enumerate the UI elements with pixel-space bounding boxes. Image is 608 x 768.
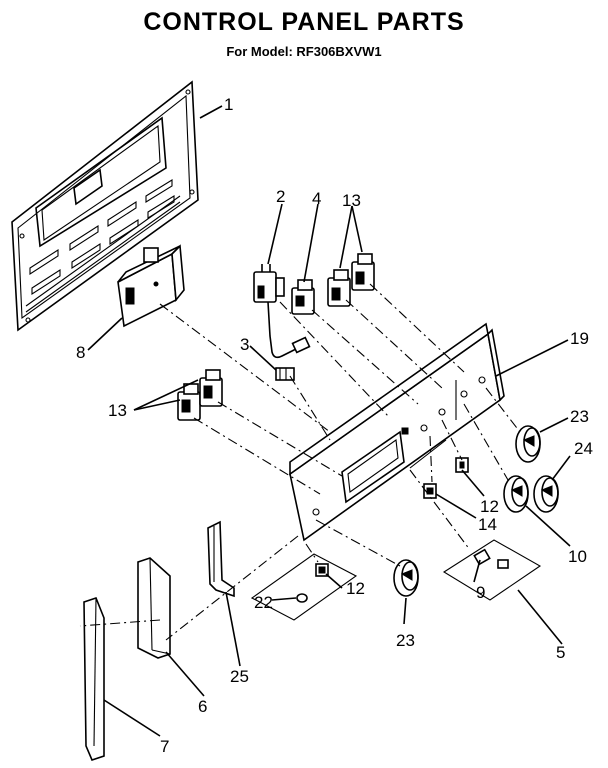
callout-24: 24: [574, 439, 593, 458]
callout-9: 9: [476, 583, 485, 602]
part-5-kit-tray: [442, 539, 542, 601]
callout-19: 19: [570, 329, 589, 348]
callout-3: 3: [240, 335, 249, 354]
callout-5: 5: [556, 643, 565, 662]
callout-labels: 1 2 4 13 8 3 13 19 23 24 12 14 10 9 5 22…: [76, 95, 593, 756]
part-23-upper-knob: [515, 425, 541, 463]
part-12-kit-tray: [250, 553, 358, 621]
callout-1: 1: [224, 95, 233, 114]
callout-8: 8: [76, 343, 85, 362]
callout-23-upper: 23: [570, 407, 589, 426]
assembly-lines: [79, 283, 521, 641]
part-12-upper-button: [455, 457, 469, 473]
diagram-title: CONTROL PANEL PARTS: [143, 8, 465, 36]
part-10-knob: [503, 475, 529, 513]
leader-lines: [87, 105, 571, 737]
callout-12-upper: 12: [480, 497, 499, 516]
part-8-timer-module: [117, 244, 185, 328]
callout-2: 2: [276, 187, 285, 206]
part-3-probe: [275, 367, 295, 381]
callout-10: 10: [568, 547, 587, 566]
part-7-side-trim: [83, 597, 105, 761]
model-subtitle: For Model: RF306BXVW1: [226, 44, 382, 59]
part-14-clip: [423, 483, 437, 499]
callout-23-lower: 23: [396, 631, 415, 650]
callout-14: 14: [478, 515, 497, 534]
part-19-control-panel: [289, 322, 505, 542]
callout-4: 4: [312, 189, 321, 208]
part-4-switch: [291, 279, 315, 315]
part-1-rear-panel: [11, 80, 199, 332]
callout-7: 7: [160, 737, 169, 756]
part-23-lower-knob: [393, 559, 419, 597]
callout-6: 6: [198, 697, 207, 716]
callout-22: 22: [254, 593, 273, 612]
part-24-knob: [533, 475, 559, 513]
callout-25: 25: [230, 667, 249, 686]
part-6-end-cap: [137, 557, 171, 659]
part-2-thermostat-switch: [253, 264, 311, 359]
callout-12-lower: 12: [346, 579, 365, 598]
callout-13-upper: 13: [342, 191, 361, 210]
callout-13-lower: 13: [108, 401, 127, 420]
part-13-upper-switches: [327, 253, 375, 307]
part-13-lower-switches: [177, 369, 223, 421]
part-25-bracket: [207, 520, 235, 598]
